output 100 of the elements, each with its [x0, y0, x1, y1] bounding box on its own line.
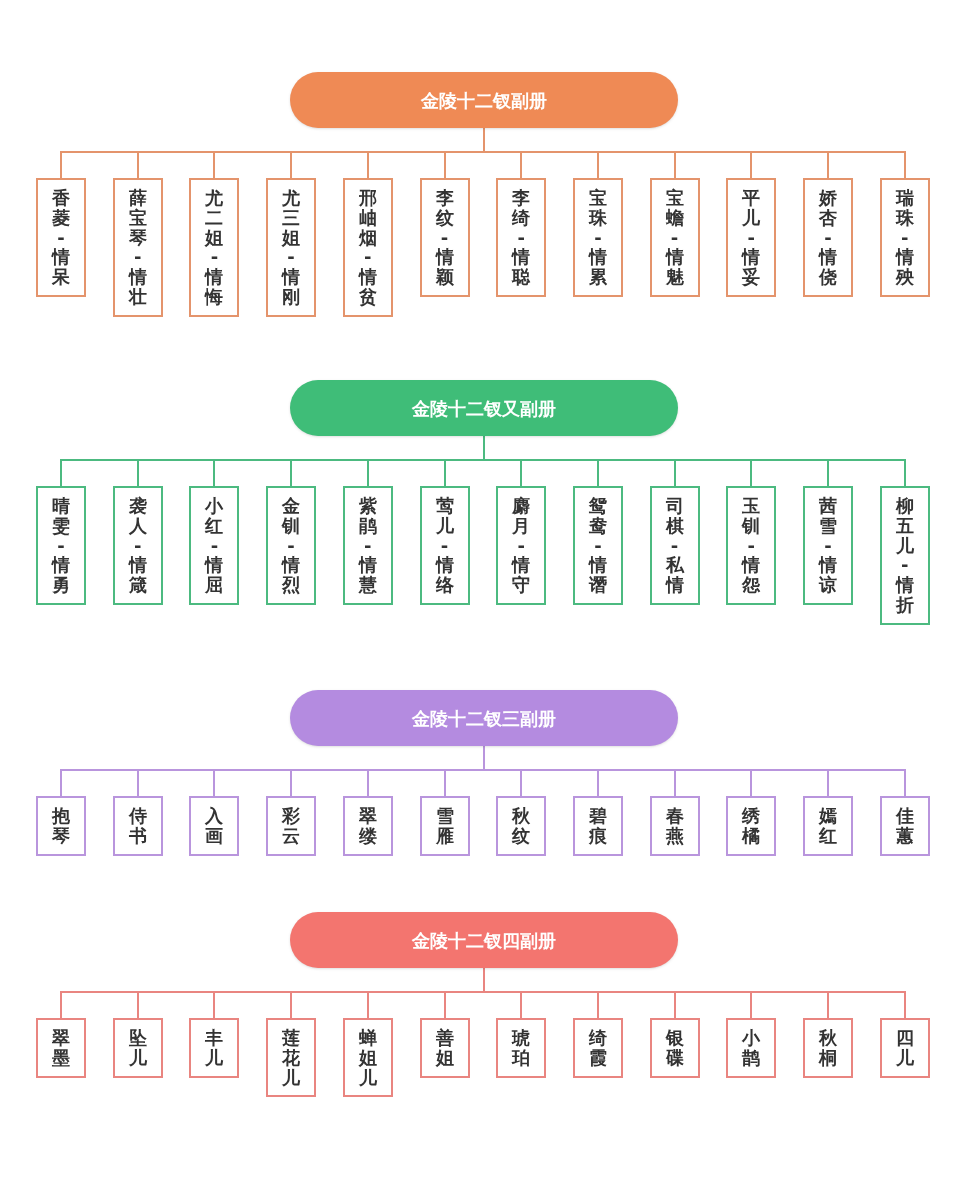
name-box	[726, 178, 777, 297]
name-box	[112, 796, 163, 856]
name-box	[572, 1018, 623, 1078]
name-box	[342, 486, 393, 605]
name-box	[112, 1018, 163, 1078]
header-text: 金陵十二钗三副册	[412, 706, 556, 731]
name-box	[803, 486, 853, 605]
name-box	[879, 1018, 930, 1078]
vertical-name-text: 绮霞	[588, 1028, 607, 1068]
vertical-name-text: 金钏-情烈	[282, 496, 301, 595]
vertical-name-text: 琥珀	[512, 1028, 531, 1068]
name-box	[726, 486, 777, 605]
name-box	[112, 178, 163, 317]
vertical-name-text: 莺儿-情络	[435, 496, 454, 595]
vertical-name-text: 入画	[205, 806, 224, 846]
name-box	[572, 796, 623, 856]
header-text: 金陵十二钗副册	[421, 88, 547, 113]
section-header-pill	[290, 690, 678, 746]
name-box	[879, 486, 930, 625]
vertical-name-text: 尤二姐-情悔	[205, 188, 224, 307]
vertical-name-text: 秋桐	[819, 1028, 837, 1068]
name-box	[189, 1018, 240, 1078]
vertical-name-text: 侍书	[128, 806, 147, 846]
name-box	[342, 796, 393, 856]
name-box	[572, 486, 623, 605]
name-box	[803, 796, 853, 856]
section-header-pill	[290, 912, 678, 968]
header-text: 金陵十二钗又副册	[412, 396, 556, 421]
vertical-name-text: 蝉姐儿	[358, 1028, 377, 1088]
name-box	[649, 178, 700, 297]
name-box	[189, 796, 240, 856]
name-box	[649, 486, 700, 605]
name-box	[266, 486, 317, 605]
vertical-name-text: 宝珠-情累	[588, 188, 607, 287]
vertical-name-text: 玉钏-情怨	[742, 496, 761, 595]
name-box	[342, 1018, 393, 1098]
name-box	[496, 1018, 547, 1078]
vertical-name-text: 平儿-情妥	[742, 188, 761, 287]
vertical-name-text: 李纹-情颖	[435, 188, 454, 287]
vertical-name-text: 薛宝琴-情壮	[128, 188, 147, 307]
header-text: 金陵十二钗四副册	[412, 928, 556, 953]
name-box	[803, 1018, 853, 1078]
name-box	[496, 178, 547, 297]
vertical-name-text: 坠儿	[128, 1028, 147, 1068]
name-box	[419, 486, 470, 605]
vertical-name-text: 丰儿	[205, 1028, 224, 1068]
name-box	[879, 178, 930, 297]
name-box	[419, 178, 470, 297]
section-header-pill	[290, 380, 678, 436]
name-box	[496, 486, 547, 605]
vertical-name-text: 小鹊	[742, 1028, 761, 1068]
vertical-name-text: 佳蕙	[895, 806, 914, 846]
section-header-pill	[290, 72, 678, 128]
name-box	[189, 486, 240, 605]
vertical-name-text: 翠墨	[52, 1028, 70, 1068]
vertical-name-text: 麝月-情守	[512, 496, 531, 595]
vertical-name-text: 鸳鸯-情谮	[588, 496, 607, 595]
name-box	[419, 796, 470, 856]
vertical-name-text: 香菱-情呆	[52, 188, 70, 287]
vertical-name-text: 邢岫烟-情贫	[358, 188, 377, 307]
vertical-name-text: 碧痕	[588, 806, 607, 846]
name-box	[419, 1018, 470, 1078]
name-box	[266, 178, 317, 317]
vertical-name-text: 宝蟾-情魅	[665, 188, 684, 287]
vertical-name-text: 司棋-私情	[665, 496, 684, 595]
vertical-name-text: 娇杏-情侥	[819, 188, 837, 287]
vertical-name-text: 绣橘	[742, 806, 761, 846]
vertical-name-text: 善姐	[435, 1028, 454, 1068]
name-box	[112, 486, 163, 605]
vertical-name-text: 嫣红	[819, 806, 837, 846]
name-box	[266, 796, 317, 856]
name-box	[726, 1018, 777, 1078]
name-box	[36, 178, 86, 297]
vertical-name-text: 莲花儿	[282, 1028, 301, 1088]
vertical-name-text: 尤三姐-情刚	[282, 188, 301, 307]
name-box	[649, 1018, 700, 1078]
vertical-name-text: 翠缕	[358, 806, 377, 846]
vertical-name-text: 柳五儿-情折	[895, 496, 914, 615]
name-box	[879, 796, 930, 856]
name-box	[189, 178, 240, 317]
vertical-name-text: 银碟	[665, 1028, 684, 1068]
name-box	[572, 178, 623, 297]
vertical-name-text: 紫鹃-情慧	[358, 496, 377, 595]
vertical-name-text: 抱琴	[52, 806, 70, 846]
name-box	[496, 796, 547, 856]
vertical-name-text: 李绮-情聪	[512, 188, 531, 287]
vertical-name-text: 小红-情屈	[205, 496, 224, 595]
vertical-name-text: 袭人-情箴	[128, 496, 147, 595]
vertical-name-text: 晴雯-情勇	[52, 496, 70, 595]
name-box	[726, 796, 777, 856]
vertical-name-text: 彩云	[282, 806, 301, 846]
vertical-name-text: 春燕	[665, 806, 684, 846]
vertical-name-text: 茜雪-情谅	[819, 496, 837, 595]
name-box	[803, 178, 853, 297]
name-box	[36, 486, 86, 605]
name-box	[342, 178, 393, 317]
name-box	[649, 796, 700, 856]
vertical-name-text: 瑞珠-情殃	[895, 188, 914, 287]
vertical-name-text: 雪雁	[435, 806, 454, 846]
name-box	[36, 1018, 86, 1078]
